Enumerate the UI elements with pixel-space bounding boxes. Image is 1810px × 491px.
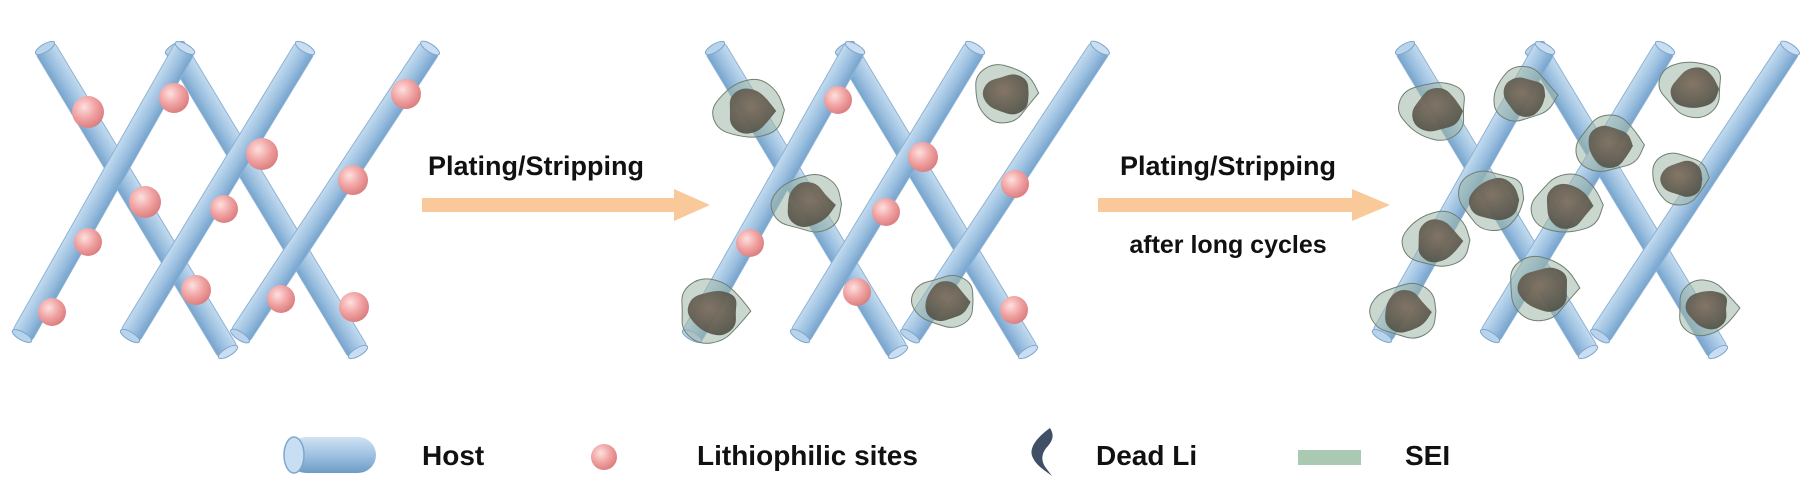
lithiophilic-site xyxy=(129,186,161,218)
lithiophilic-site xyxy=(391,79,421,109)
panel-after-cycling xyxy=(681,40,1110,360)
dead-li-deposit xyxy=(1493,65,1559,122)
lithiophilic-site xyxy=(159,83,189,113)
lithiophilic-site xyxy=(267,285,295,313)
dead-li-deposit xyxy=(770,174,843,233)
dead-li-deposit xyxy=(1575,114,1645,172)
panel-after-long-cycles xyxy=(1369,40,1800,360)
arrow-1-label: Plating/Stripping xyxy=(428,151,644,181)
lithiophilic-site xyxy=(1000,296,1028,324)
dead-li-deposit xyxy=(911,275,974,328)
lithiophilic-site xyxy=(38,298,66,326)
legend-host-label: Host xyxy=(422,440,484,471)
panel-pristine-host xyxy=(11,40,440,360)
dead-li-deposit xyxy=(712,78,785,138)
host-rod xyxy=(11,41,196,343)
legend-sei-label: SEI xyxy=(1405,440,1450,471)
process-arrow-1: Plating/Stripping xyxy=(422,151,710,221)
lithiophilic-site xyxy=(339,292,369,322)
lithiophilic-site xyxy=(246,138,278,170)
legend-dead-li-label: Dead Li xyxy=(1096,440,1197,471)
dead-li-deposit xyxy=(1652,152,1710,206)
process-arrow-2: Plating/Stripping after long cycles xyxy=(1098,151,1390,259)
dead-li-deposit xyxy=(1401,210,1471,267)
dead-li-deposit xyxy=(1397,82,1465,141)
lithiophilic-site xyxy=(338,165,368,195)
lithiophilic-site-legend-icon xyxy=(591,444,617,470)
dead-li-deposit xyxy=(975,64,1040,124)
dead-li-deposit xyxy=(1510,255,1581,322)
lithiophilic-site xyxy=(908,142,938,172)
dead-li-deposit xyxy=(1369,282,1437,339)
dead-li-deposit xyxy=(681,278,752,344)
dead-li-deposit xyxy=(1458,170,1525,232)
lithiophilic-site xyxy=(210,195,238,223)
lithiophilic-site xyxy=(74,228,102,256)
legend: Host Lithiophilic sites Dead Li SEI xyxy=(283,428,1450,476)
host-legend-icon xyxy=(283,436,376,474)
dead-li-deposit xyxy=(1658,61,1721,119)
sei-legend-icon xyxy=(1298,450,1361,465)
legend-sites-label: Lithiophilic sites xyxy=(697,440,918,471)
lithiophilic-site xyxy=(872,198,900,226)
lithiophilic-site xyxy=(736,229,764,257)
dead-li-deposit xyxy=(1679,279,1741,337)
lithiophilic-site xyxy=(181,275,211,305)
host-rod xyxy=(789,40,986,344)
host-rod xyxy=(230,40,440,344)
dead-li-deposit xyxy=(1530,173,1604,233)
lithiophilic-site xyxy=(843,278,871,306)
lithiophilic-site xyxy=(824,86,852,114)
arrow-2-label-line2: after long cycles xyxy=(1129,231,1326,259)
lithiophilic-site xyxy=(1001,170,1029,198)
arrow-2-label-line1: Plating/Stripping xyxy=(1120,151,1336,181)
dead-li-legend-icon xyxy=(1031,428,1053,476)
lithiophilic-site xyxy=(72,96,104,128)
